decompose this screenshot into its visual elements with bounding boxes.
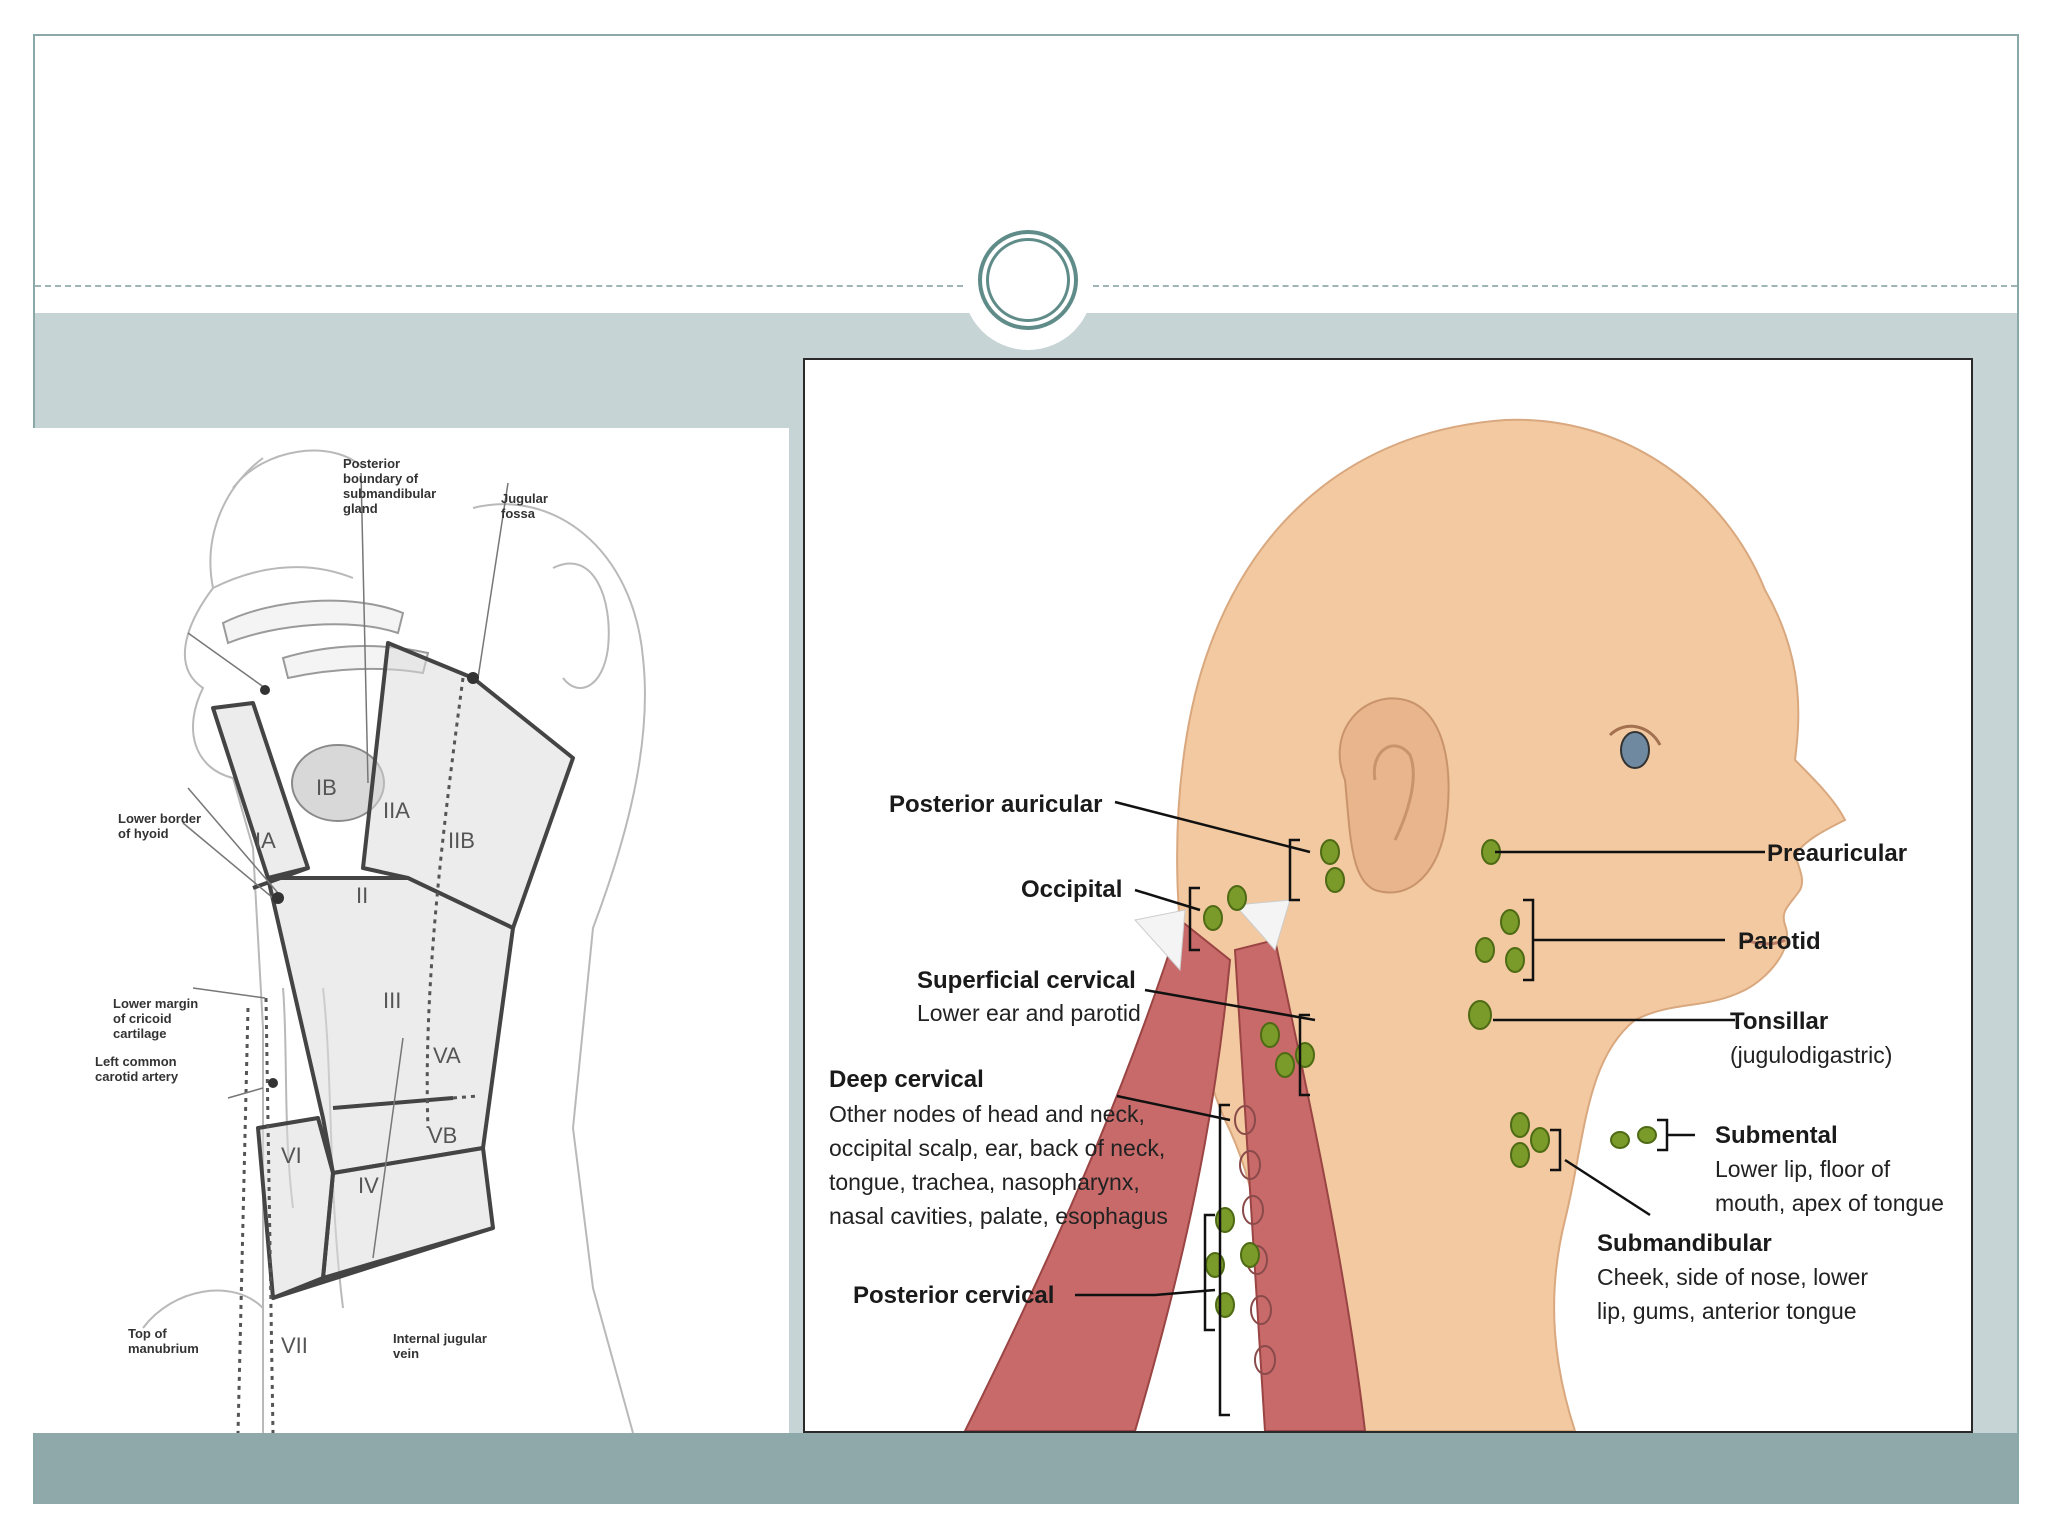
label-posterior-boundary-4: gland bbox=[343, 501, 378, 516]
label-posterior-boundary-2: boundary of bbox=[343, 471, 419, 486]
zone-label-IIB: IIB bbox=[448, 828, 475, 853]
neck-levels-illustration: Posterior boundary of submandibular glan… bbox=[95, 449, 646, 1433]
label-top-of-manubrium-1: Top of bbox=[128, 1326, 167, 1341]
label-jugular-fossa-1: Jugular bbox=[501, 491, 548, 506]
zone-label-II: II bbox=[356, 883, 368, 908]
label-submental-desc-1: Lower lip, floor of bbox=[1715, 1156, 1891, 1182]
header-divider-right bbox=[1093, 285, 2017, 287]
footer-bar bbox=[35, 1433, 2017, 1504]
header-divider-left bbox=[35, 285, 963, 287]
label-lower-margin-cricoid-1: Lower margin bbox=[113, 996, 198, 1011]
zone-label-VII: VII bbox=[281, 1333, 308, 1358]
label-submental: Submental bbox=[1715, 1122, 1838, 1149]
zone-label-VA: VA bbox=[433, 1043, 461, 1068]
label-tonsillar: Tonsillar bbox=[1730, 1008, 1828, 1035]
zone-label-IV: IV bbox=[358, 1173, 379, 1198]
label-submental-desc-2: mouth, apex of tongue bbox=[1715, 1190, 1944, 1216]
label-left-common-carotid-2: carotid artery bbox=[95, 1069, 179, 1084]
label-deep-cervical: Deep cervical bbox=[829, 1066, 984, 1093]
zone-label-IB: IB bbox=[316, 775, 337, 800]
label-posterior-boundary-3: submandibular bbox=[343, 486, 436, 501]
label-deep-cervical-desc-3: tongue, trachea, nasopharynx, bbox=[829, 1169, 1140, 1195]
label-lower-margin-cricoid-3: cartilage bbox=[113, 1026, 166, 1041]
label-internal-jugular-vein-1: Internal jugular bbox=[393, 1331, 487, 1346]
neck-levels-diagram: Posterior boundary of submandibular glan… bbox=[33, 428, 789, 1433]
label-posterior-boundary-1: Posterior bbox=[343, 456, 400, 471]
label-submandibular-desc-1: Cheek, side of nose, lower bbox=[1597, 1264, 1868, 1290]
label-submandibular-desc-2: lip, gums, anterior tongue bbox=[1597, 1298, 1857, 1324]
label-tonsillar-desc: (jugulodigastric) bbox=[1730, 1042, 1892, 1068]
label-posterior-cervical: Posterior cervical bbox=[853, 1282, 1054, 1309]
zone-label-III: III bbox=[383, 988, 401, 1013]
label-internal-jugular-vein-2: vein bbox=[393, 1346, 419, 1361]
label-lower-border-hyoid-1: Lower border bbox=[118, 811, 201, 826]
zone-label-VI: VI bbox=[281, 1143, 302, 1168]
label-superficial-cervical-desc: Lower ear and parotid bbox=[917, 1000, 1141, 1026]
label-deep-cervical-desc-2: occipital scalp, ear, back of neck, bbox=[829, 1135, 1165, 1161]
label-lower-border-hyoid-2: of hyoid bbox=[118, 826, 169, 841]
zone-label-IIA: IIA bbox=[383, 798, 410, 823]
decorative-circle-inner bbox=[986, 238, 1070, 322]
label-lower-margin-cricoid-2: of cricoid bbox=[113, 1011, 172, 1026]
label-left-common-carotid-1: Left common bbox=[95, 1054, 177, 1069]
label-posterior-auricular: Posterior auricular bbox=[889, 791, 1102, 818]
label-parotid: Parotid bbox=[1738, 928, 1821, 955]
zone-label-VB: VB bbox=[428, 1123, 457, 1148]
label-occipital: Occipital bbox=[1021, 876, 1122, 903]
zone-label-IA: IA bbox=[255, 828, 276, 853]
head-neck-lymph-illustration: Posterior auricular Occipital Superficia… bbox=[829, 418, 1944, 1431]
label-deep-cervical-desc-1: Other nodes of head and neck, bbox=[829, 1101, 1145, 1127]
lymph-nodes-diagram: Posterior auricular Occipital Superficia… bbox=[803, 358, 1973, 1433]
label-superficial-cervical: Superficial cervical bbox=[917, 967, 1136, 994]
label-top-of-manubrium-2: manubrium bbox=[128, 1341, 199, 1356]
label-jugular-fossa-2: fossa bbox=[501, 506, 536, 521]
label-preauricular: Preauricular bbox=[1767, 840, 1907, 867]
label-deep-cervical-desc-4: nasal cavities, palate, esophagus bbox=[829, 1203, 1168, 1229]
label-submandibular: Submandibular bbox=[1597, 1230, 1772, 1257]
